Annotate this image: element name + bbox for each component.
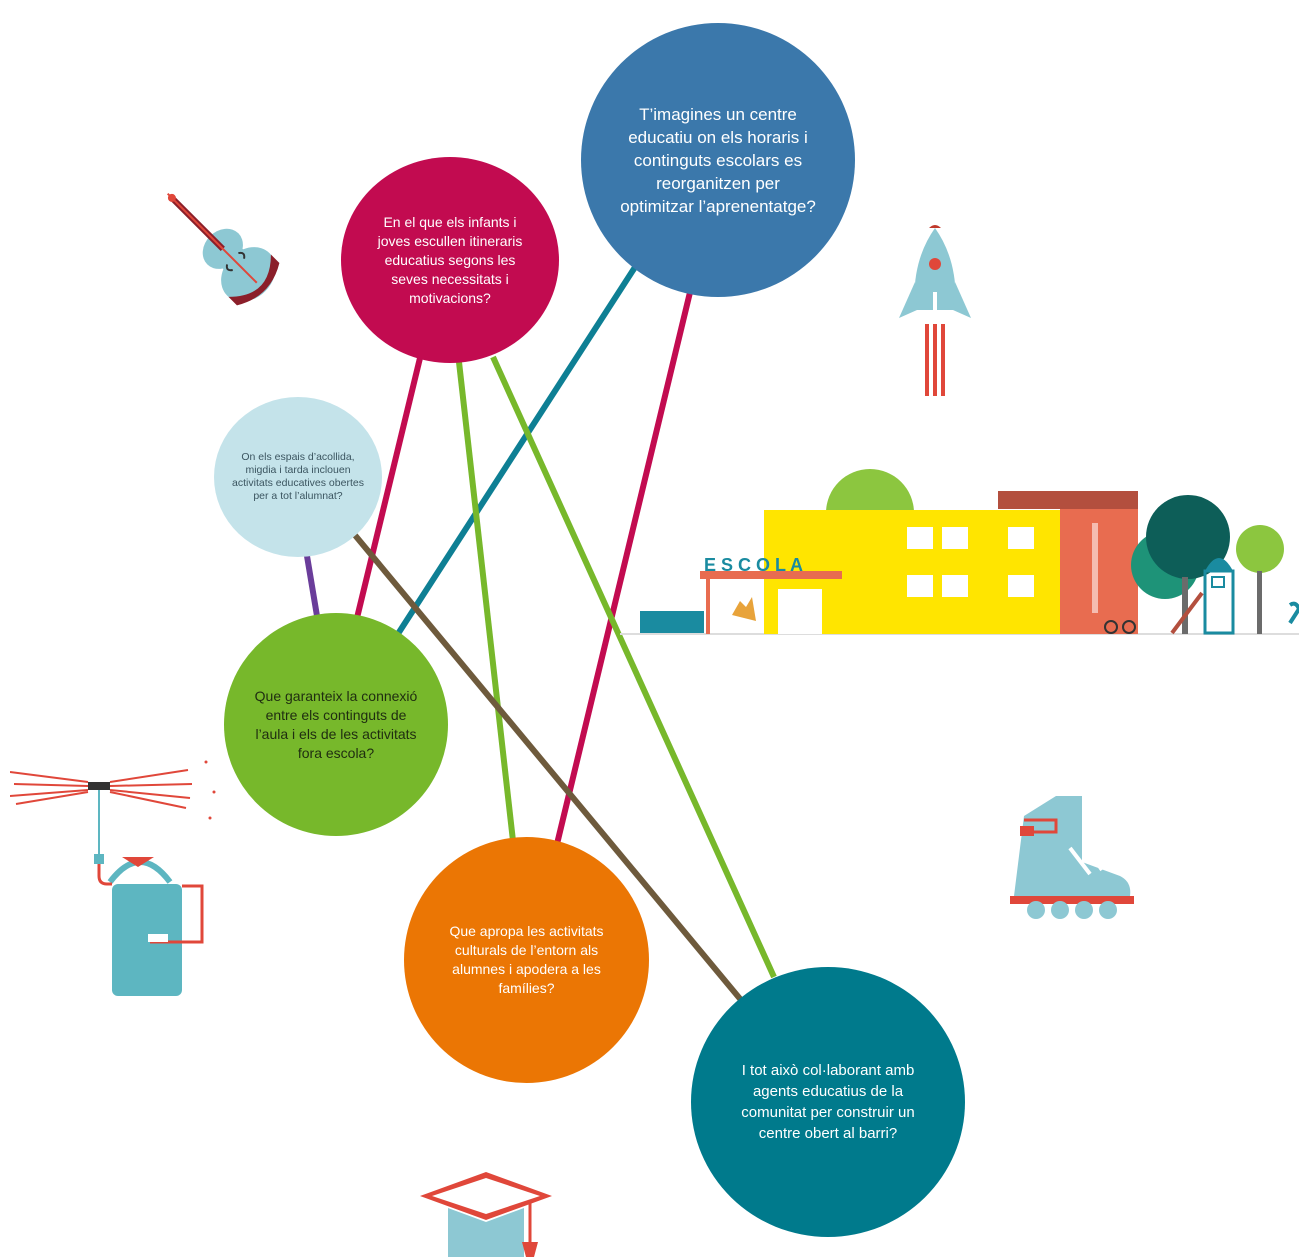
bubble-itineraries-text: En el que els infants i joves escullen i… bbox=[377, 213, 523, 306]
roller-skate-icon bbox=[1010, 796, 1134, 919]
link-itineraries-connection bbox=[353, 357, 423, 623]
bubble-community: I tot això col·laborant amb agents educa… bbox=[691, 967, 965, 1237]
rocket-icon bbox=[899, 225, 971, 396]
bubble-culture: Que apropa les activitats culturals de l… bbox=[404, 837, 649, 1083]
bubble-timetable-text: T’imagines un centre educatiu on els hor… bbox=[620, 104, 816, 216]
bubble-welcome-spaces: On els espais d’acollida, migdia i tarda… bbox=[214, 397, 382, 557]
bubble-timetable: T’imagines un centre educatiu on els hor… bbox=[581, 23, 855, 297]
link-welcome-community bbox=[351, 532, 744, 1002]
link-timetable-connection bbox=[391, 259, 642, 642]
link-itineraries-community bbox=[490, 355, 777, 979]
graduation-cap-icon bbox=[420, 1172, 552, 1257]
bubble-connection-text: Que garanteix la connexió entre els cont… bbox=[254, 687, 418, 761]
link-itineraries-culture bbox=[456, 361, 516, 842]
violin-icon bbox=[166, 192, 280, 306]
bubble-community-text: I tot això col·laborant amb agents educa… bbox=[741, 1062, 915, 1142]
drone-backpack-icon bbox=[10, 760, 216, 996]
link-welcome-connection bbox=[304, 555, 321, 623]
bubble-connection: Que garanteix la connexió entre els cont… bbox=[224, 613, 448, 836]
school-sign: E S C O L A bbox=[704, 555, 803, 575]
bubble-culture-text: Que apropa les activitats culturals de l… bbox=[449, 923, 604, 996]
bubble-itineraries: En el que els infants i joves escullen i… bbox=[341, 157, 559, 363]
link-timetable-culture bbox=[554, 283, 695, 845]
school-building-icon: E S C O L A bbox=[620, 469, 1299, 635]
bubble-welcome-text: On els espais d’acollida, migdia i tarda… bbox=[232, 451, 364, 502]
